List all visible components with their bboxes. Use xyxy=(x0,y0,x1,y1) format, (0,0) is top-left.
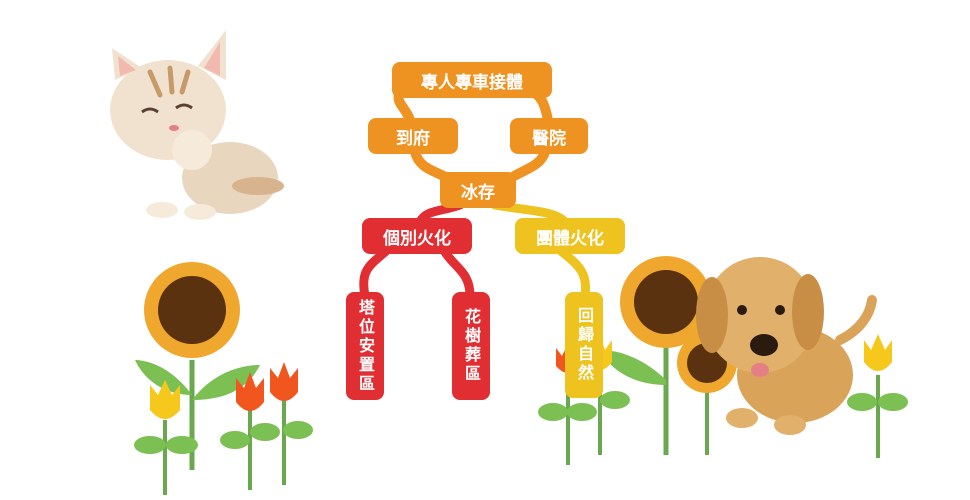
connector-indiv-tower xyxy=(359,247,390,301)
individual-cremation-node: 個別火化 xyxy=(362,218,472,254)
tulip-yellow-left xyxy=(134,380,198,495)
pickup-home-node: 到府 xyxy=(368,118,458,154)
left-flower-group xyxy=(134,262,313,495)
kitten-illustration xyxy=(110,30,284,220)
tulip-red-left-2 xyxy=(270,362,313,485)
tower-placement-node: 塔位安置區 xyxy=(346,292,384,400)
cold-storage-node: 冰存 xyxy=(440,172,516,208)
puppy-illustration xyxy=(696,257,877,435)
root-node: 專人專車接體 xyxy=(392,62,552,98)
tulip-yellow-right-2 xyxy=(847,334,908,458)
group-cremation-node: 團體火化 xyxy=(515,218,625,254)
sunflower-left xyxy=(135,262,260,470)
tree-burial-node: 花樹葬區 xyxy=(452,292,490,400)
connector-group-nature xyxy=(557,247,591,301)
connector-indiv-tree xyxy=(440,247,475,301)
tulip-red-left-1 xyxy=(220,372,280,490)
sunflower-right-large xyxy=(600,256,712,455)
return-nature-node: 回歸自然 xyxy=(565,292,603,398)
pickup-hospital-node: 醫院 xyxy=(510,118,588,154)
